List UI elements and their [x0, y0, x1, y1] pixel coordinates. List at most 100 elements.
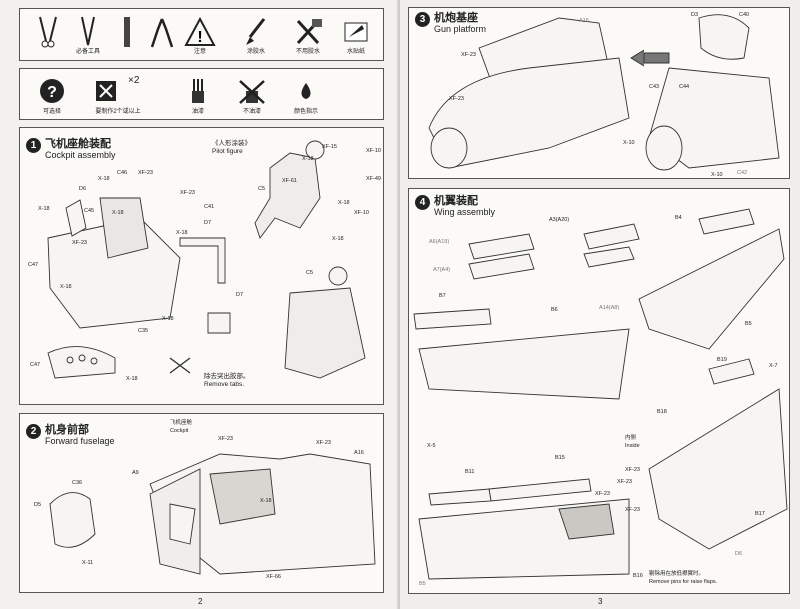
- tools-label: 必备工具: [75, 49, 100, 55]
- step-1-header: 1 飞机座舱装配 Cockpit assembly: [26, 138, 116, 160]
- inside-note-cn: 内侧: [625, 435, 637, 441]
- part-label: B11: [465, 469, 475, 475]
- part-label: C40: [739, 12, 750, 18]
- part-label: B6: [551, 307, 558, 313]
- part-label: X-10: [711, 172, 723, 178]
- color-drop-icon: [301, 83, 311, 99]
- part-a7: [468, 253, 535, 280]
- no-paint-label: 不油漆: [242, 109, 261, 115]
- legend-item: ! 注意: [174, 9, 226, 59]
- inside-note: 内侧 Inside: [625, 435, 640, 450]
- warning-label: 注意: [193, 49, 206, 55]
- step-4-number: 4: [415, 195, 430, 210]
- part-label: D6: [79, 186, 87, 192]
- part-label: X-18: [260, 498, 272, 504]
- part-label: D6: [735, 551, 743, 557]
- legend-item: 不油漆: [226, 69, 278, 119]
- step-3-title-en: Gun platform: [434, 24, 487, 34]
- part-label: C45: [84, 208, 95, 214]
- part-label: D7: [236, 292, 244, 298]
- part-label: B5: [745, 321, 752, 327]
- legend-item: 油漆: [172, 69, 224, 119]
- part-d7-frame: [179, 237, 226, 284]
- flaps-note-cn: 剔除用在放低襟翼时。: [649, 571, 705, 577]
- wheel-well-detail: [558, 503, 615, 540]
- part-label: XF-23: [617, 479, 632, 485]
- scissors-icon: [39, 16, 57, 48]
- make-two-icon: [96, 81, 116, 101]
- cockpit-assembly-drawing: [47, 140, 366, 379]
- svg-text:!: !: [197, 29, 202, 46]
- times-two-text: ×2: [128, 75, 140, 86]
- part-label: X-18: [332, 236, 344, 242]
- step-3-gun-platform-panel: 3 机炮基座 Gun platform A16 XF-23 XF-23 D3 C…: [408, 7, 790, 179]
- part-label: C47: [30, 362, 41, 368]
- question-icon: ?: [40, 79, 64, 103]
- pilot-note: 《人形涂装》 Pilot figure: [212, 140, 251, 155]
- left-page: 必备工具 ! 注意 涂胶水 不用胶水 水贴纸 ? 可选择: [19, 8, 384, 606]
- part-label: X-5: [427, 443, 436, 449]
- cutter-symbol: [169, 357, 191, 374]
- part-b4: [698, 208, 755, 235]
- legend-item: [22, 9, 74, 59]
- part-label: D5: [34, 502, 42, 508]
- part-label: XF-23: [316, 440, 331, 446]
- glue-brush-icon: [246, 18, 266, 45]
- part-d7-small: [207, 312, 231, 334]
- pilot-head-2: [328, 266, 348, 286]
- legend-item: 水贴纸: [330, 9, 382, 59]
- part-label: D3: [691, 12, 699, 18]
- legend-item: 不用胶水: [282, 9, 334, 59]
- wing-upper-left: [418, 328, 630, 400]
- legend-item: 涂胶水: [230, 9, 282, 59]
- warning-icon: !: [184, 16, 216, 46]
- part-label: XF-23: [595, 491, 610, 497]
- part-label: XF-10: [366, 148, 381, 154]
- part-label: XF-23: [461, 52, 476, 58]
- svg-text:?: ?: [47, 84, 57, 101]
- step-1-number: 1: [26, 138, 41, 153]
- part-label: B19: [717, 357, 727, 363]
- intake-ring: [430, 127, 468, 169]
- step-3-header: 3 机炮基座 Gun platform: [415, 12, 486, 34]
- part-label: XF-23: [138, 170, 153, 176]
- part-label: A7(A4): [433, 267, 451, 273]
- part-label: A16: [579, 18, 589, 24]
- part-a3: [583, 223, 640, 250]
- step-4-title-en: Wing assembly: [434, 207, 496, 217]
- tweezers-icon: [81, 16, 95, 46]
- legend-item: 颜色指示: [280, 69, 332, 119]
- part-label: XF-23: [218, 436, 233, 442]
- legend-item: 必备工具: [62, 9, 114, 59]
- pilot-note-cn: 《人形涂装》: [212, 140, 251, 147]
- part-label: XF-66: [266, 574, 281, 580]
- paint-brush-icon: [192, 79, 204, 103]
- paint-label: 油漆: [191, 109, 204, 115]
- part-label: C5: [258, 186, 266, 192]
- tools-legend: 必备工具 ! 注意 涂胶水 不用胶水 水贴纸: [19, 8, 384, 61]
- part-label: X-18: [112, 210, 124, 216]
- no-glue-label: 不用胶水: [295, 49, 320, 55]
- part-label: B7: [439, 293, 446, 299]
- step-3-number: 3: [415, 12, 430, 27]
- direction-arrow: [630, 49, 670, 67]
- part-label: B5: [419, 581, 426, 587]
- part-label: X-18: [176, 230, 188, 236]
- part-b11: [428, 488, 492, 506]
- step-2-fuselage-panel: 2 机身前部 Forward fuselage 飞机座舱 Cockpit C36…: [19, 413, 384, 593]
- file-icon: [124, 17, 130, 47]
- ejection-seat: [99, 197, 149, 259]
- cockpit-insert: [209, 468, 276, 525]
- part-label: A6(A19): [429, 239, 450, 245]
- part-label: XF-61: [282, 178, 297, 184]
- make-two-label: 要制作2个或以上: [95, 109, 141, 115]
- part-label: C42: [737, 170, 748, 176]
- flaps-note: 剔除用在放低襟翼时。 Remove pins for raise flaps.: [649, 571, 717, 586]
- part-label: X-7: [769, 363, 778, 369]
- symbols-legend: ? 可选择 ×2 要制作2个或以上 油漆 不油漆 颜色指示: [19, 68, 384, 120]
- part-label: B15: [555, 455, 565, 461]
- part-label: C44: [679, 84, 690, 90]
- pliers-icon: [150, 18, 174, 48]
- decal-label: 水贴纸: [346, 49, 365, 55]
- part-label: X-18: [60, 284, 72, 290]
